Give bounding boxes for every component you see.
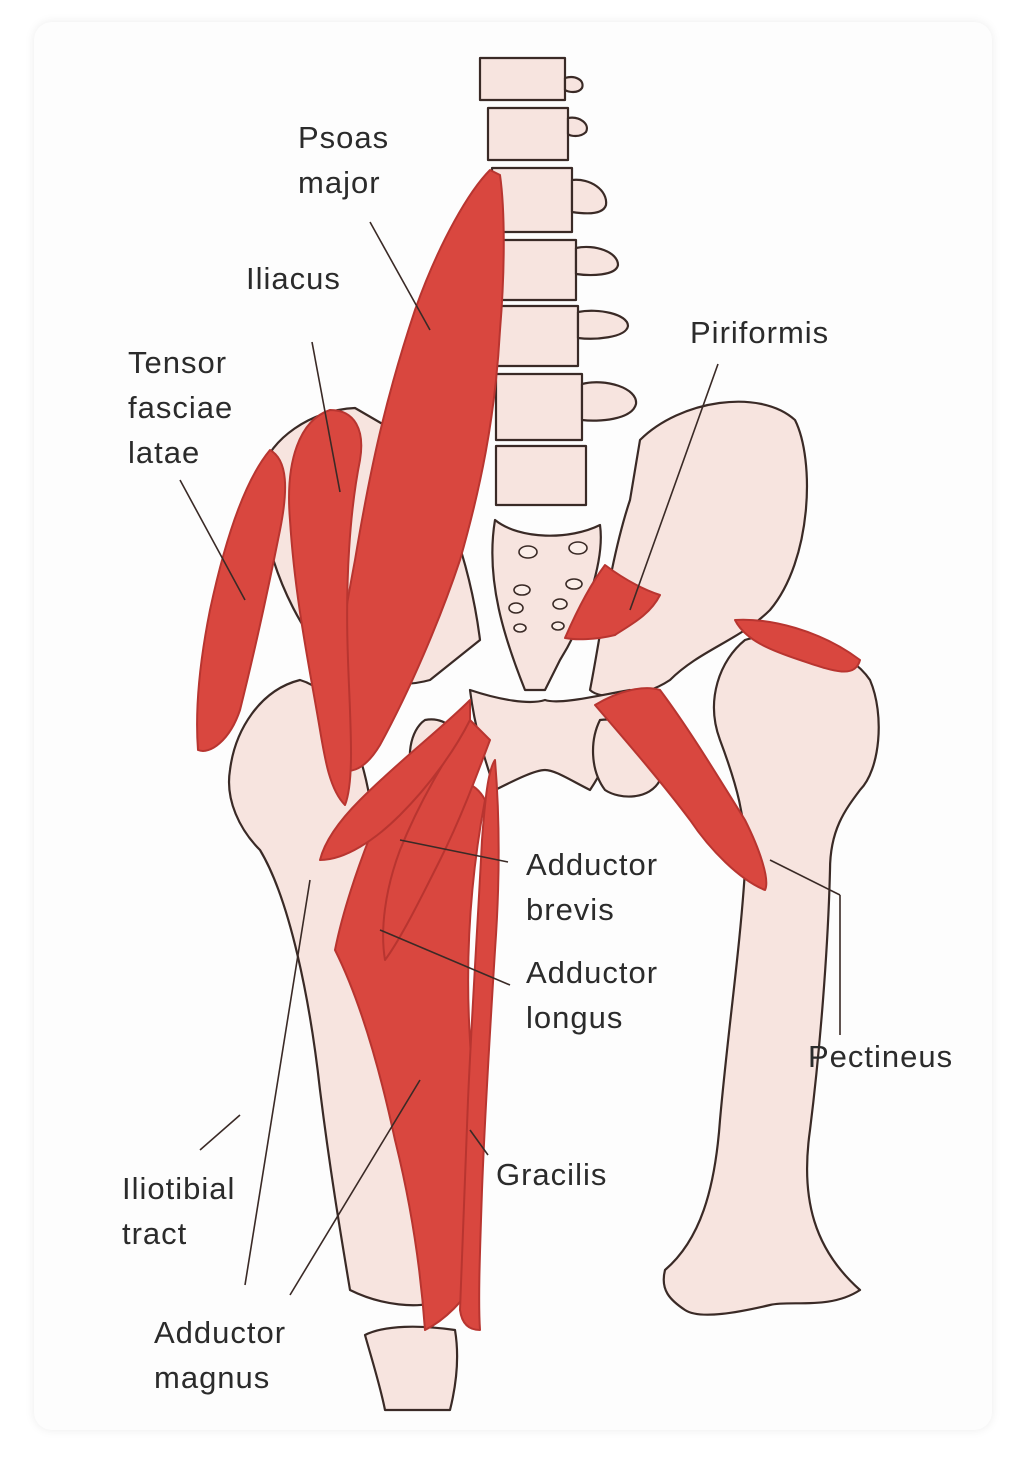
lumbar-spine [478, 56, 638, 507]
adductor-magnus-muscle [334, 776, 486, 1331]
sacral-foramina [508, 541, 588, 633]
left-tibia [363, 1325, 459, 1412]
label-leader-lines [179, 221, 841, 1296]
right-femur [662, 634, 880, 1316]
label-gracilis: Gracilis [496, 1157, 608, 1192]
label-iliotibial-tract: Iliotibial tract [122, 1171, 236, 1251]
gracilis-muscle [459, 759, 500, 1331]
iliacus-muscle [288, 409, 363, 806]
pectineus-muscle [594, 687, 768, 891]
adductor-longus-muscle [382, 719, 491, 961]
label-tensor-fasciae-latae: Tensor fasciae latae [128, 345, 234, 470]
piriformis-muscle [564, 564, 661, 641]
label-adductor-brevis: Adductor brevis [526, 847, 659, 927]
label-piriformis: Piriformis [690, 315, 830, 350]
tensor-fasciae-latae-muscle [196, 449, 287, 752]
label-adductor-longus: Adductor longus [526, 955, 659, 1035]
label-psoas-major: Psoas major [298, 120, 390, 200]
label-iliacus: Iliacus [246, 261, 341, 296]
label-pectineus: Pectineus [808, 1039, 954, 1074]
pectineus-upper-band [734, 618, 861, 673]
label-adductor-magnus: Adductor magnus [154, 1315, 287, 1395]
psoas-major-muscle [332, 169, 505, 772]
adductor-brevis-muscle [319, 699, 471, 861]
